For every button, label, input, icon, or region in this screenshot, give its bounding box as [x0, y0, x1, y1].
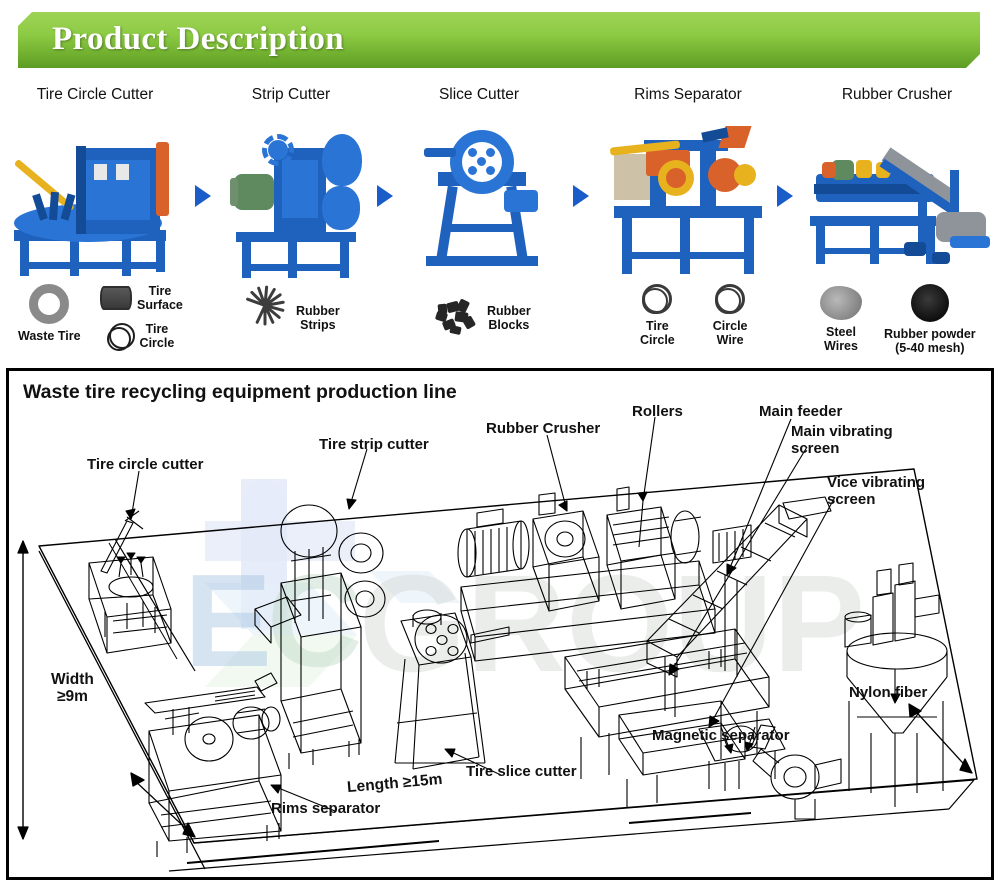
rubber-strips-icon — [243, 285, 291, 340]
diagram-label-magnetic-separator: Magnetic separator — [652, 727, 790, 744]
tire-surface-icon — [100, 286, 132, 310]
page-title: Product Description — [52, 20, 345, 57]
material-group-tire-circle-wire: Tire Circle Circle Wire — [640, 284, 748, 347]
material-label: Circle Wire — [712, 319, 748, 347]
material-label: Rubber Strips — [296, 304, 340, 332]
machine-tire-circle-cutter — [6, 112, 188, 280]
tire-circle-icon — [106, 323, 135, 351]
diagram-label-main-vibrating-screen: Main vibrating screen — [791, 423, 893, 457]
flow-arrow-2 — [377, 185, 393, 207]
flow-arrow-4 — [777, 185, 793, 207]
diagram-label-vice-vibrating-screen: Vice vibrating screen — [827, 474, 926, 508]
material-label: Rubber powder (5-40 mesh) — [884, 327, 976, 355]
material-icon-row: Waste Tire Tire Surface Tire Circle Rubb… — [0, 284, 1000, 364]
material-label: Tire Surface — [137, 284, 183, 312]
machine-rims-separator — [604, 112, 774, 280]
diagram-label-main-feeder: Main feeder — [759, 403, 843, 420]
steel-wires-icon — [820, 286, 862, 320]
production-line-diagram-panel: Waste tire recycling equipment productio… — [6, 368, 994, 880]
circle-wire-icon — [715, 284, 746, 314]
diagram-label-rims-separator: Rims separator — [271, 800, 381, 817]
rubber-blocks-icon — [434, 298, 482, 338]
material-label: Waste Tire — [18, 329, 81, 343]
machine-label-4: Rubber Crusher — [841, 86, 953, 103]
material-group-rubber-strips: Rubber Strips — [243, 285, 340, 340]
material-item-tire-surface: Tire Surface — [100, 284, 183, 312]
flow-arrow-3 — [573, 185, 589, 207]
diagram-label-nylon-fiber: Nylon fiber — [849, 684, 928, 701]
diagram-label-rollers: Rollers — [632, 403, 683, 420]
diagram-label-tire-slice-cutter: Tire slice cutter — [466, 763, 577, 780]
material-group-tire-surface-circle: Tire Surface Tire Circle — [100, 284, 183, 351]
material-label: Tire Circle — [139, 322, 175, 350]
tire-circle-icon — [642, 284, 673, 314]
diagram-dimension-width: Width ≥9m — [51, 671, 94, 706]
machine-photo-row — [0, 112, 1000, 280]
material-label: Tire Circle — [640, 319, 675, 347]
banner-shape — [18, 12, 980, 68]
machine-label-3: Rims Separator — [634, 86, 742, 103]
material-label: Rubber Blocks — [487, 304, 531, 332]
machine-label-1: Strip Cutter — [251, 86, 331, 103]
machine-label-row: Tire Circle Cutter Strip Cutter Slice Cutt… — [0, 86, 1000, 110]
machine-slice-cutter — [408, 112, 552, 280]
rubber-powder-icon — [910, 284, 949, 322]
material-group-waste-tire: Waste Tire — [18, 284, 81, 343]
machine-label-2: Slice Cutter — [438, 86, 520, 103]
diagram-label-rubber-crusher: Rubber Crusher — [486, 420, 601, 437]
machine-rubber-crusher — [800, 112, 996, 280]
diagram-label-tire-circle-cutter: Tire circle cutter — [87, 456, 204, 473]
product-description-banner: Product Description — [18, 12, 980, 68]
flow-arrow-1 — [195, 185, 211, 207]
diagram-linework — [17, 416, 978, 872]
machine-strip-cutter — [226, 112, 364, 280]
material-group-steel-powder: Steel Wires Rubber powder (5-40 mesh) — [820, 284, 976, 355]
waste-tire-icon — [29, 284, 70, 324]
material-label: Steel Wires — [824, 325, 858, 353]
diagram-title: Waste tire recycling equipment productio… — [23, 381, 457, 403]
material-group-rubber-blocks: Rubber Blocks — [434, 298, 531, 338]
diagram-label-tire-strip-cutter: Tire strip cutter — [319, 436, 429, 453]
machine-label-0: Tire Circle Cutter — [36, 86, 154, 103]
material-item-tire-circle: Tire Circle — [106, 322, 175, 351]
